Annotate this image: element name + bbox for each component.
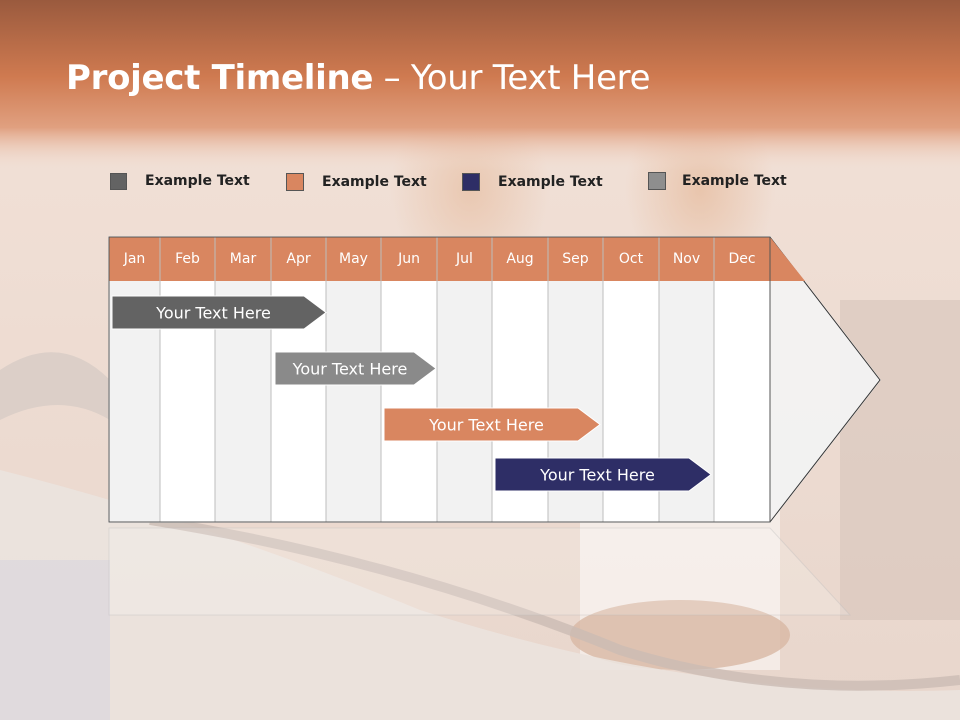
task-label-3: Your Text Here: [428, 416, 544, 435]
legend-label-4: Example Text: [682, 173, 787, 189]
legend-item-4: Example Text: [648, 171, 787, 191]
task-bar-4: [494, 457, 712, 492]
legend-swatch-2: [286, 173, 304, 191]
task-arrow-1: Your Text Here: [111, 295, 327, 330]
month-label-nov: Nov: [672, 251, 701, 267]
legend-swatch-4: [648, 172, 666, 190]
legend-label-3: Example Text: [498, 174, 603, 190]
month-label-jul: Jul: [456, 251, 473, 267]
month-label-jan: Jan: [123, 251, 146, 267]
month-label-mar: Mar: [229, 251, 257, 267]
timeline-arrow-head: [770, 237, 880, 522]
timeline-reflection: [108, 527, 852, 616]
task-arrow-3: Your Text Here: [383, 407, 601, 442]
page-title: Project Timeline – Your Text Here: [66, 58, 651, 98]
month-label-dec: Dec: [728, 251, 756, 267]
month-label-may: May: [339, 251, 368, 267]
legend-item-1: Example Text: [110, 171, 250, 191]
month-label-feb: Feb: [175, 251, 200, 267]
month-column-jul: [437, 281, 492, 522]
legend-label-1: Example Text: [145, 173, 250, 189]
month-label-sep: Sep: [562, 251, 589, 267]
task-bar-3: [383, 407, 601, 442]
legend-swatch-3: [462, 173, 480, 191]
timeline-arrow-outline: [769, 236, 881, 523]
task-label-1: Your Text Here: [155, 304, 271, 323]
legend-label-2: Example Text: [322, 174, 427, 190]
task-bar-1: [111, 295, 327, 330]
task-label-4: Your Text Here: [539, 466, 655, 485]
month-label-apr: Apr: [286, 251, 311, 267]
task-label-2: Your Text Here: [292, 360, 408, 379]
month-header-band: [109, 237, 805, 281]
legend-item-2: Example Text: [286, 172, 427, 192]
month-column-jun: [381, 281, 437, 522]
legend-swatch-1: [110, 172, 127, 190]
month-column-may: [326, 281, 381, 522]
timeline-frame: [108, 236, 771, 523]
task-arrow-2: Your Text Here: [274, 351, 437, 386]
month-label-oct: Oct: [618, 251, 644, 267]
task-bar-2: [274, 351, 437, 386]
month-label-aug: Aug: [506, 251, 534, 267]
month-label-jun: Jun: [398, 251, 420, 267]
task-arrow-4: Your Text Here: [494, 457, 712, 492]
legend-item-3: Example Text: [462, 172, 603, 192]
month-column-dec: [714, 281, 770, 522]
